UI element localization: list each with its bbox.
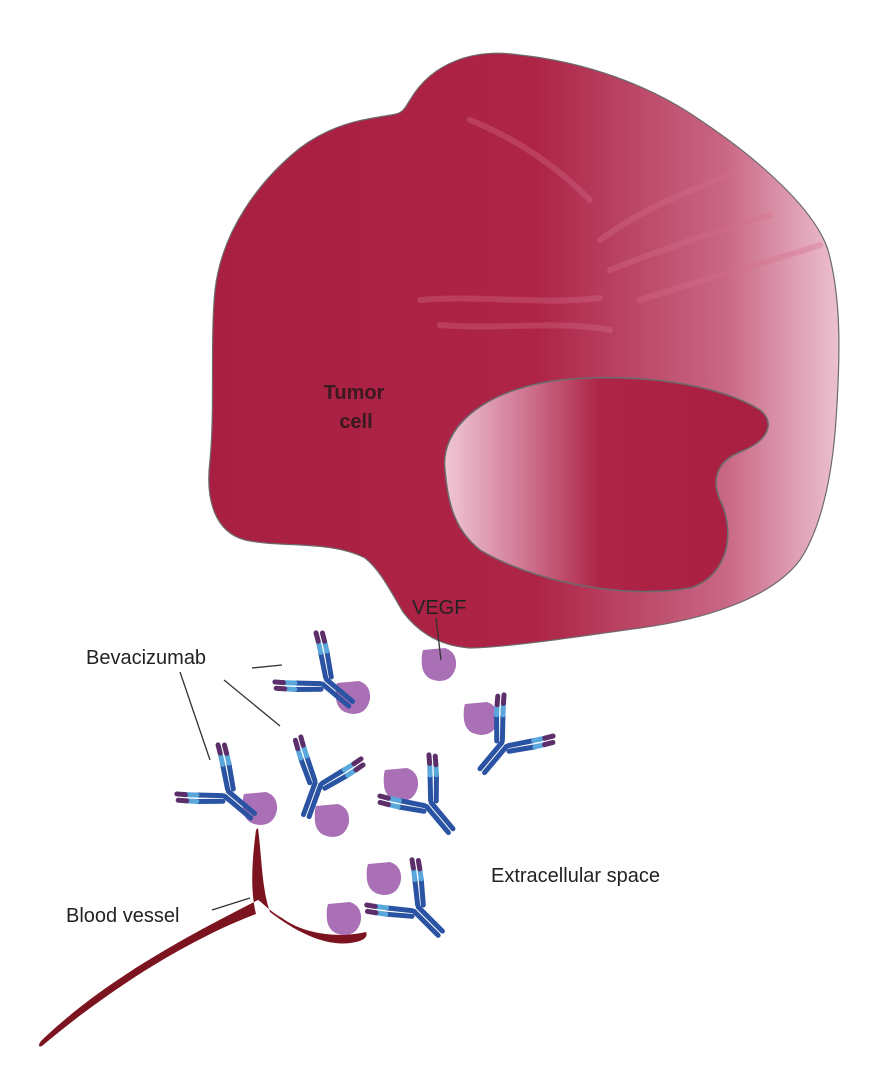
blood-vessel-shape — [39, 828, 367, 1047]
tumor-cell-label-line2: cell — [339, 411, 372, 433]
bevacizumab-leader-2 — [223, 679, 281, 727]
extracellular-space-label: Extracellular space — [491, 865, 660, 887]
bevacizumab-label: Bevacizumab — [86, 647, 206, 669]
vegf-molecule-icon — [366, 862, 402, 895]
cell-texture — [417, 117, 823, 333]
nucleus — [443, 376, 769, 593]
blood-vessel — [39, 828, 367, 1047]
vegf-molecule-icon — [326, 902, 362, 935]
bevacizumab-leader-3 — [179, 671, 211, 761]
vegf-label: VEGF — [412, 597, 466, 619]
tumor-cell-label-line1: Tumor — [324, 382, 385, 404]
leader-lines — [179, 617, 442, 911]
blood-vessel-label: Blood vessel — [66, 905, 179, 927]
antibody-icon — [272, 630, 373, 731]
vegf-molecule-icon — [421, 648, 457, 681]
bevacizumab-leader-1 — [251, 664, 283, 669]
blood-vessel-leader — [211, 897, 251, 911]
tumor-cell — [208, 52, 840, 649]
vegf-molecule-icon — [314, 804, 350, 837]
vegf-molecule-icon — [463, 702, 499, 735]
vegf-leader — [435, 617, 442, 661]
antibodies — [174, 630, 556, 959]
antibody-icon — [377, 752, 478, 853]
